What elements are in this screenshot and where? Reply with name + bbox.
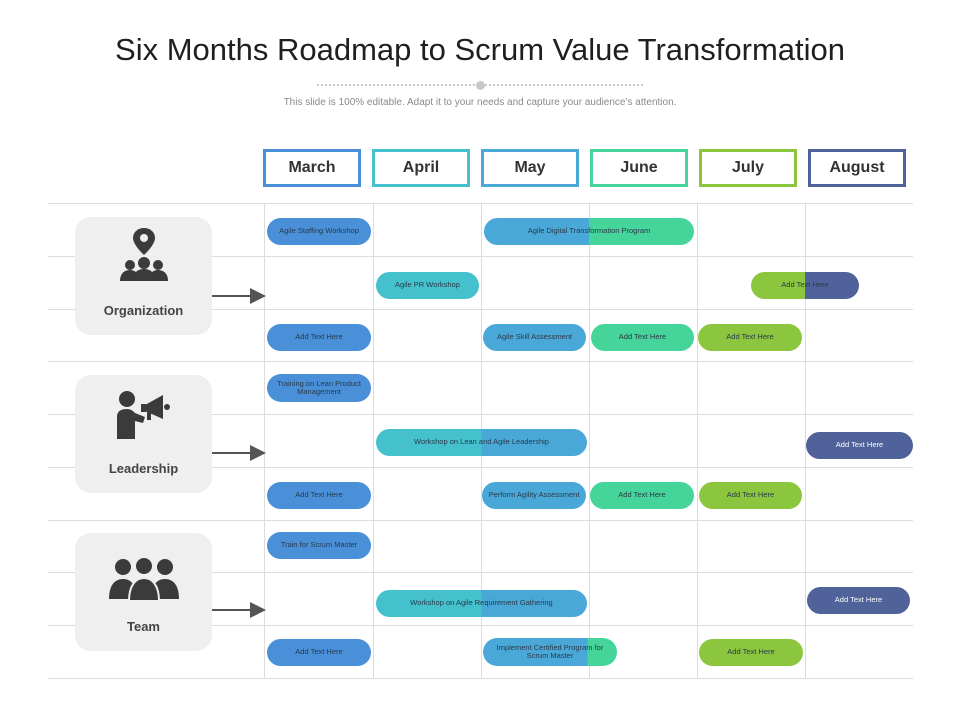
task-pill[interactable]: Add Text Here [698, 324, 802, 351]
team-people-icon [109, 556, 179, 601]
task-pill[interactable]: Add Text Here [590, 482, 694, 509]
task-pill[interactable]: Add Text Here [591, 324, 694, 351]
group-card-organization: Organization [75, 217, 212, 335]
page-title: Six Months Roadmap to Scrum Value Transf… [115, 32, 845, 67]
month-header-july: July [699, 149, 797, 187]
task-pill[interactable]: Agile Skill Assessment [483, 324, 586, 351]
task-pill[interactable]: Add Text Here [267, 639, 371, 666]
month-header-june: June [590, 149, 688, 187]
month-header-april: April [372, 149, 470, 187]
group-card-team: Team [75, 533, 212, 651]
task-pill[interactable]: Add Text Here [807, 587, 910, 614]
task-pill[interactable]: Workshop on Agile Requirement Gathering [376, 590, 587, 617]
task-pill[interactable]: Add Text Here [806, 432, 913, 459]
task-pill[interactable]: Agile Digital Transformation Program [484, 218, 694, 245]
task-pill[interactable]: Training on Lean Product Management [267, 374, 371, 402]
month-header-may: May [481, 149, 579, 187]
month-header-august: August [808, 149, 906, 187]
task-pill[interactable]: Add Text Here [267, 324, 371, 351]
location-people-icon [120, 228, 168, 281]
megaphone-person-icon [117, 391, 170, 439]
task-pill[interactable]: Add Text Here [751, 272, 859, 299]
task-pill[interactable]: Agile PR Workshop [376, 272, 479, 299]
group-card-leadership: Leadership [75, 375, 212, 493]
task-pill[interactable]: Add Text Here [699, 482, 802, 509]
task-pill[interactable]: Implement Certified Program for Scrum Ma… [483, 638, 617, 666]
task-pill[interactable]: Train for Scrum Master [267, 532, 371, 559]
task-pill[interactable]: Add Text Here [699, 639, 803, 666]
group-label-team: Team [127, 619, 160, 634]
task-pill[interactable]: Workshop on Lean and Agile Leadership [376, 429, 587, 456]
task-pill[interactable]: Perform Agility Assessment [482, 482, 586, 509]
group-label-leadership: Leadership [108, 461, 179, 476]
title-divider-dot [476, 81, 485, 90]
group-label-organization: Organization [103, 303, 184, 318]
task-pill[interactable]: Agile Staffing Workshop [267, 218, 371, 245]
month-header-march: March [263, 149, 361, 187]
task-pill[interactable]: Add Text Here [267, 482, 371, 509]
page-subtitle: This slide is 100% editable. Adapt it to… [283, 97, 677, 108]
